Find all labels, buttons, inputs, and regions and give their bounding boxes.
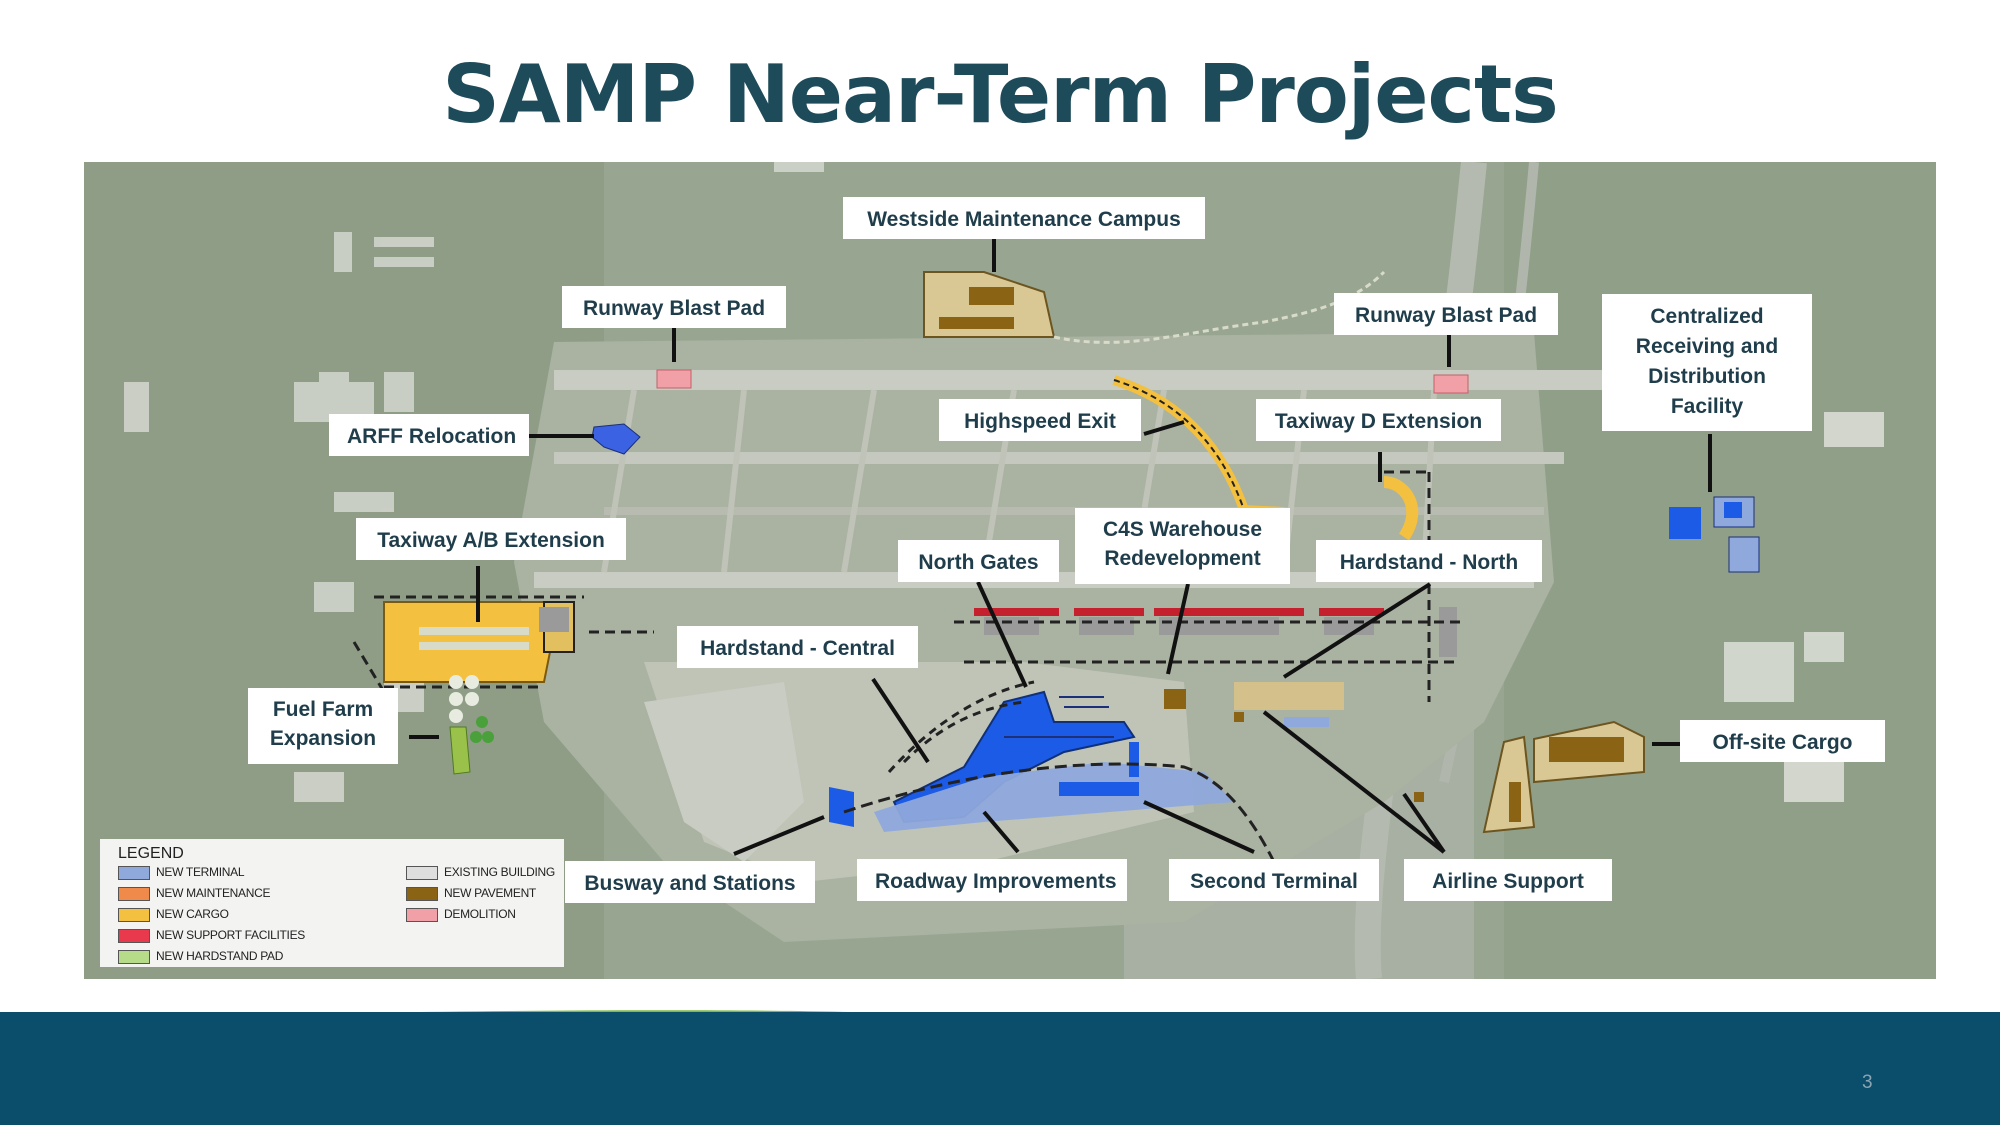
footer-bar <box>0 1012 2000 1125</box>
legend-swatch <box>118 886 150 901</box>
callout-hardstand-north: Hardstand - North <box>1316 540 1542 582</box>
east-neighborhood <box>1504 162 1936 979</box>
legend-item-new-cargo: NEW CARGO <box>118 907 229 922</box>
legend-swatch <box>406 886 438 901</box>
legend-title: LEGEND <box>118 845 184 862</box>
legend-swatch <box>118 907 150 922</box>
callout-north-gates: North Gates <box>898 540 1059 582</box>
callout-westside-maintenance: Westside Maintenance Campus <box>843 197 1205 239</box>
runway-north <box>554 370 1614 390</box>
legend-item-new-pavement: NEW PAVEMENT <box>406 886 536 901</box>
legend-swatch <box>406 907 438 922</box>
page-title: SAMP Near-Term Projects <box>442 48 1559 141</box>
legend-item-demolition: DEMOLITION <box>406 907 516 922</box>
callout-roadway-improvements: Roadway Improvements <box>857 859 1127 901</box>
callout-taxiway-d-extension: Taxiway D Extension <box>1256 399 1501 441</box>
callout-fuel-farm-expansion: Fuel Farm Expansion <box>248 688 398 764</box>
callout-crdf: Centralized Receiving and Distribution F… <box>1602 294 1812 431</box>
callout-airline-support: Airline Support <box>1404 859 1612 901</box>
runway-middle <box>554 452 1564 464</box>
callout-hardstand-central: Hardstand - Central <box>677 626 918 668</box>
legend-item-existing-building: EXISTING BUILDING <box>406 865 555 880</box>
callout-highspeed-exit: Highspeed Exit <box>939 399 1141 441</box>
legend-swatch <box>118 865 150 880</box>
legend-item-new-maintenance: NEW MAINTENANCE <box>118 886 270 901</box>
airport-map: Westside Maintenance Campus Runway Blast… <box>84 162 1936 979</box>
legend-swatch <box>118 949 150 964</box>
callout-runway-blast-pad-east: Runway Blast Pad <box>1334 293 1558 335</box>
page-number: 3 <box>1862 1072 1873 1093</box>
legend-item-new-hardstand: NEW HARDSTAND PAD <box>118 949 283 964</box>
callout-runway-blast-pad-west: Runway Blast Pad <box>562 286 786 328</box>
callout-offsite-cargo: Off-site Cargo <box>1680 720 1885 762</box>
legend-item-new-support: NEW SUPPORT FACILITIES <box>118 928 305 943</box>
callout-taxiway-ab-extension: Taxiway A/B Extension <box>356 518 626 560</box>
blast-pad-east <box>1433 374 1469 394</box>
map-legend: LEGEND NEW TERMINAL NEW MAINTENANCE NEW … <box>100 839 564 967</box>
legend-swatch <box>406 865 438 880</box>
callout-c4s-warehouse: C4S Warehouse Redevelopment <box>1075 508 1290 584</box>
callout-arff-relocation: ARFF Relocation <box>329 414 529 456</box>
callout-second-terminal: Second Terminal <box>1169 859 1379 901</box>
callout-busway-stations: Busway and Stations <box>565 861 815 903</box>
legend-item-new-terminal: NEW TERMINAL <box>118 865 244 880</box>
blast-pad-west <box>656 369 692 389</box>
legend-swatch <box>118 928 150 943</box>
